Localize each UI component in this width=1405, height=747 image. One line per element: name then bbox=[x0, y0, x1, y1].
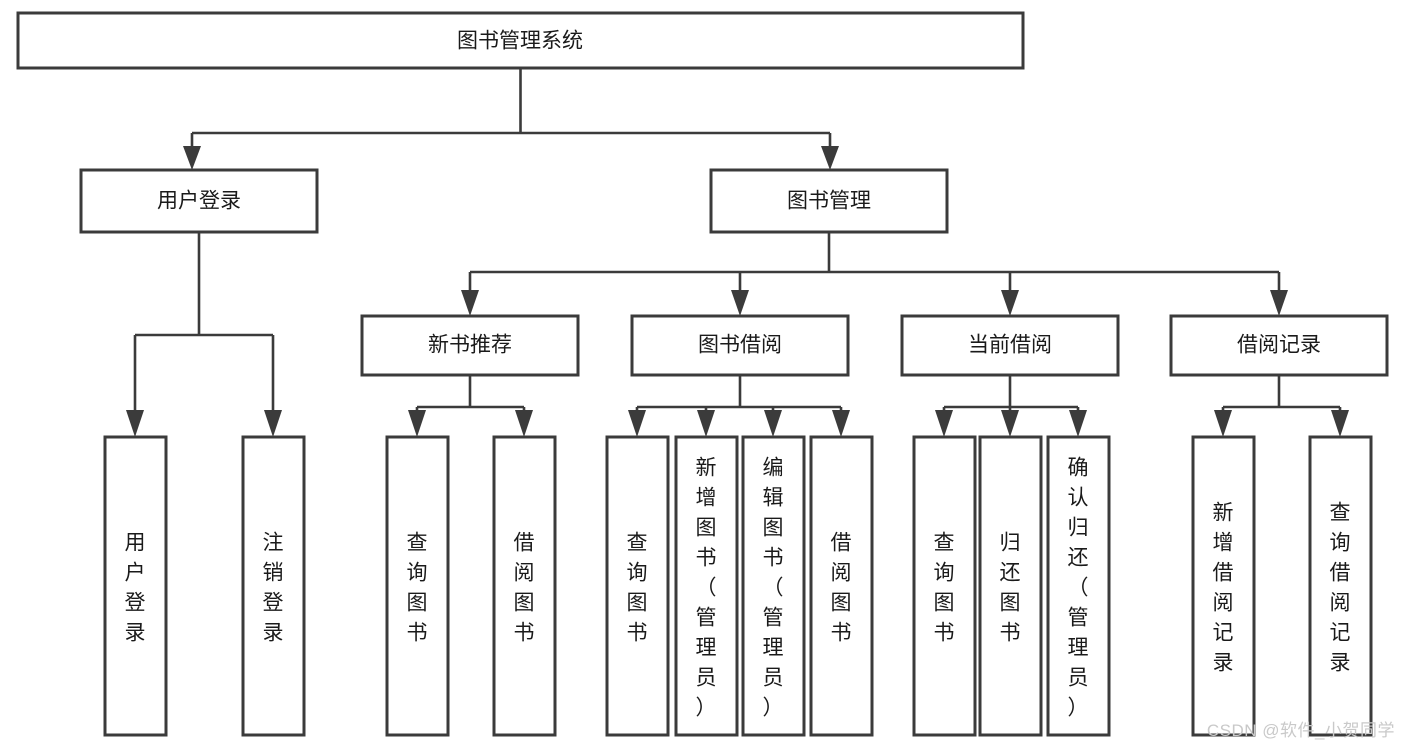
node-book-manage[interactable]: 图书管理 bbox=[709, 168, 949, 234]
connectors-bookborrow-to-leaves bbox=[628, 375, 850, 437]
node-borrow-record[interactable]: 借阅记录 bbox=[1169, 314, 1389, 377]
leaf-node[interactable]: 查询图书 bbox=[912, 435, 977, 737]
node-root-label: 图书管理系统 bbox=[457, 30, 583, 53]
leaf-node[interactable]: 新增借阅记录 bbox=[1191, 435, 1256, 737]
arrow-bb-leaf-3 bbox=[764, 410, 782, 437]
arrow-to-borrow-record bbox=[1270, 290, 1288, 316]
arrow-nb-leaf-2 bbox=[515, 410, 533, 437]
leaf-bb-edit-book-box[interactable] bbox=[741, 435, 806, 737]
leaf-nb-query-book-label: 查询图书 bbox=[407, 531, 428, 644]
leaf-logout-label: 注销登录 bbox=[263, 531, 284, 644]
leaf-logout-box[interactable] bbox=[241, 435, 306, 737]
leaf-cb-return-book-label: 归还图书 bbox=[1000, 531, 1021, 644]
leaf-node[interactable]: 编辑图书（管理员） bbox=[741, 435, 806, 737]
arrow-to-current-borrow bbox=[1001, 290, 1019, 316]
leaf-cb-query-book-box[interactable] bbox=[912, 435, 977, 737]
leaf-bb-query-book-box[interactable] bbox=[605, 435, 670, 737]
leaf-cb-return-book-box[interactable] bbox=[978, 435, 1043, 737]
node-root[interactable]: 图书管理系统 bbox=[16, 11, 1025, 70]
arrow-br-leaf-2 bbox=[1331, 410, 1349, 437]
arrow-cb-leaf-3 bbox=[1069, 410, 1087, 437]
node-borrow-record-label: 借阅记录 bbox=[1237, 334, 1321, 357]
leaf-node[interactable]: 新增图书（管理员） bbox=[674, 435, 739, 737]
leaf-bb-add-book-box[interactable] bbox=[674, 435, 739, 737]
connectors-root-to-level2 bbox=[183, 68, 839, 170]
arrow-bb-leaf-1 bbox=[628, 410, 646, 437]
node-user-login[interactable]: 用户登录 bbox=[79, 168, 319, 234]
node-user-login-box[interactable] bbox=[79, 168, 319, 234]
node-current-borrow-label: 当前借阅 bbox=[968, 334, 1052, 357]
leaf-br-add-record-label: 新增借阅记录 bbox=[1213, 501, 1234, 674]
connectors-currentborrow-to-leaves bbox=[935, 375, 1087, 437]
leaf-node[interactable]: 借阅图书 bbox=[492, 435, 557, 737]
node-book-borrow[interactable]: 图书借阅 bbox=[630, 314, 850, 377]
node-new-book-recommend-box[interactable] bbox=[360, 314, 580, 377]
arrow-cb-leaf-2 bbox=[1001, 410, 1019, 437]
leaf-node[interactable]: 注销登录 bbox=[241, 435, 306, 737]
connectors-borrowrecord-to-leaves bbox=[1214, 375, 1349, 437]
node-current-borrow-box[interactable] bbox=[900, 314, 1120, 377]
connectors-newbook-to-leaves bbox=[408, 375, 533, 437]
node-borrow-record-box[interactable] bbox=[1169, 314, 1389, 377]
leaf-node[interactable]: 用户登录 bbox=[103, 435, 168, 737]
leaf-user-login-box[interactable] bbox=[103, 435, 168, 737]
node-book-manage-label: 图书管理 bbox=[787, 190, 871, 213]
arrow-bb-leaf-4 bbox=[832, 410, 850, 437]
arrow-nb-leaf-1 bbox=[408, 410, 426, 437]
node-book-manage-box[interactable] bbox=[709, 168, 949, 234]
node-new-book-recommend-label: 新书推荐 bbox=[428, 334, 512, 357]
node-root-box[interactable] bbox=[16, 11, 1025, 70]
leaf-bb-borrow-book-box[interactable] bbox=[809, 435, 874, 737]
node-user-login-label: 用户登录 bbox=[157, 190, 241, 213]
leaf-bb-add-book-label: 新增图书（管理员） bbox=[696, 456, 717, 719]
connectors-bookmanage-to-level3 bbox=[461, 232, 1288, 316]
leaf-cb-confirm-return-box[interactable] bbox=[1046, 435, 1111, 737]
leaf-br-add-record-box[interactable] bbox=[1191, 435, 1256, 737]
arrow-to-book-borrow bbox=[731, 290, 749, 316]
leaf-node[interactable]: 归还图书 bbox=[978, 435, 1043, 737]
leaf-node[interactable]: 查询图书 bbox=[385, 435, 450, 737]
leaf-cb-confirm-return-label: 确认归还（管理员） bbox=[1068, 456, 1089, 719]
node-book-borrow-box[interactable] bbox=[630, 314, 850, 377]
arrow-to-new-book bbox=[461, 290, 479, 316]
leaf-node[interactable]: 查询图书 bbox=[605, 435, 670, 737]
connectors-userlogin-to-leaves bbox=[126, 232, 282, 437]
leaf-bb-edit-book-label: 编辑图书（管理员） bbox=[763, 456, 784, 719]
leaf-nb-borrow-book-box[interactable] bbox=[492, 435, 557, 737]
arrow-to-user-login bbox=[183, 146, 201, 170]
leaf-node[interactable]: 查询借阅记录 bbox=[1308, 435, 1373, 737]
arrow-to-leaf-user-login bbox=[126, 410, 144, 437]
csdn-watermark: CSDN @软件_小贺同学 bbox=[1206, 721, 1395, 740]
arrow-to-leaf-logout bbox=[264, 410, 282, 437]
arrow-bb-leaf-2 bbox=[697, 410, 715, 437]
leaf-node[interactable]: 借阅图书 bbox=[809, 435, 874, 737]
leaf-nb-borrow-book-label: 借阅图书 bbox=[514, 531, 535, 644]
node-book-borrow-label: 图书借阅 bbox=[698, 334, 782, 357]
leaf-bb-borrow-book-label: 借阅图书 bbox=[831, 531, 852, 644]
arrow-to-book-manage bbox=[821, 146, 839, 170]
leaf-nb-query-book-box[interactable] bbox=[385, 435, 450, 737]
leaf-node[interactable]: 确认归还（管理员） bbox=[1046, 435, 1111, 737]
leaf-cb-query-book-label: 查询图书 bbox=[934, 531, 955, 644]
arrow-cb-leaf-1 bbox=[935, 410, 953, 437]
arrow-br-leaf-1 bbox=[1214, 410, 1232, 437]
leaf-user-login-label: 用户登录 bbox=[125, 531, 146, 644]
leaf-br-query-record-box[interactable] bbox=[1308, 435, 1373, 737]
node-current-borrow[interactable]: 当前借阅 bbox=[900, 314, 1120, 377]
leaf-bb-query-book-label: 查询图书 bbox=[627, 531, 648, 644]
leaf-br-query-record-label: 查询借阅记录 bbox=[1330, 501, 1351, 674]
node-new-book-recommend[interactable]: 新书推荐 bbox=[360, 314, 580, 377]
